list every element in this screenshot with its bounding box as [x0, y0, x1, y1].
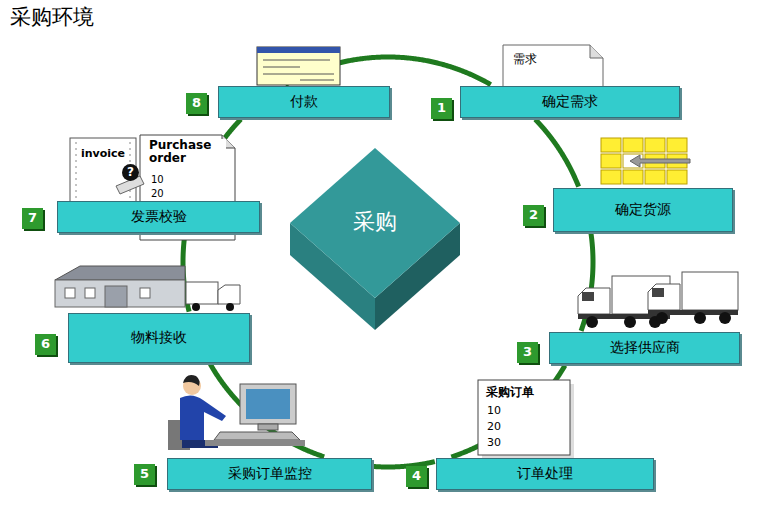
process-box: 付款: [218, 86, 390, 118]
clerk-at-computer: [168, 375, 305, 450]
requirement-document-part: [503, 45, 603, 92]
callout-number: 4: [406, 466, 427, 487]
source-grid-part: [623, 170, 643, 184]
supplier-trucks-part: [586, 316, 598, 328]
requirement-document: [503, 45, 603, 92]
source-grid-part: [645, 170, 665, 184]
payment-slip: [257, 47, 340, 85]
warehouse-part: [85, 288, 95, 298]
callout-number: 5: [134, 464, 155, 485]
query-icon: ?: [122, 164, 139, 181]
warehouse-part: [140, 288, 150, 298]
illustration-text: 采购订单: [485, 386, 535, 399]
warehouse-part: [186, 282, 218, 304]
process-box: 发票校验: [57, 201, 260, 233]
payment-slip-part: [257, 47, 340, 85]
clerk-at-computer-part: [240, 384, 296, 424]
node-text: 选择供应商: [610, 339, 680, 357]
node-text: 发票校验: [131, 208, 187, 226]
warehouse-part: [218, 285, 240, 304]
supplier-trucks-part: [656, 312, 668, 324]
callout-number: 7: [22, 208, 43, 229]
illustration-text: 10: [486, 405, 502, 417]
node-text: 付款: [290, 93, 318, 111]
purchase-order-document: [478, 380, 574, 458]
source-grid-part: [623, 138, 643, 152]
callout-number: 2: [523, 205, 544, 226]
payment-slip-part: [263, 60, 330, 61]
supplier-trucks-part: [578, 288, 610, 314]
warehouse-part: [226, 303, 234, 311]
callout-number: 3: [517, 342, 538, 363]
supplier-trucks-part: [694, 312, 706, 324]
warehouse-part: [55, 280, 185, 307]
source-grid-part: [601, 170, 621, 184]
payment-slip-part: [263, 74, 334, 75]
callout-number: 1: [431, 98, 452, 119]
illustration-text: Purchase order: [148, 139, 226, 165]
node-text: 物料接收: [131, 329, 187, 347]
payment-slip-part: [263, 67, 300, 68]
diagram-title: 采购环境: [10, 6, 94, 29]
cycle-connector: [535, 119, 578, 186]
process-box: 选择供应商: [549, 332, 740, 364]
process-box: 订单处理: [436, 458, 654, 490]
source-grid-part: [601, 138, 621, 152]
source-grid-part: [645, 138, 665, 152]
node-text: 采购: [353, 207, 397, 237]
node-text: 确定需求: [542, 93, 598, 111]
source-grid: [601, 138, 690, 184]
invoice-and-order-part: [76, 142, 77, 198]
node-text: 采购订单监控: [228, 465, 312, 483]
node-text: 确定货源: [615, 201, 671, 219]
process-box: 确定货源: [553, 188, 733, 232]
supplier-trucks-part: [652, 288, 664, 297]
supplier-trucks: [578, 272, 738, 328]
supplier-trucks-part: [682, 272, 738, 310]
cube-top: [290, 148, 460, 298]
source-grid-part: [667, 138, 687, 152]
illustration-text: 10: [150, 174, 165, 185]
illustration-text: 需求: [512, 53, 538, 66]
supplier-trucks-part: [624, 316, 636, 328]
clerk-at-computer-part: [205, 440, 305, 446]
illustration-text: 20: [486, 421, 502, 433]
callout-number: 8: [186, 93, 207, 114]
payment-slip-part: [257, 47, 340, 53]
warehouse-part: [55, 266, 185, 280]
payment-slip-part: [300, 80, 334, 81]
warehouse-part: [192, 303, 200, 311]
clerk-at-computer-part: [246, 389, 290, 419]
illustration-text: 30: [486, 437, 502, 449]
process-box: 确定需求: [460, 86, 680, 118]
purchase-order-document-part: [478, 380, 570, 455]
requirement-document-part: [590, 45, 603, 58]
clerk-at-computer-part: [258, 424, 278, 430]
source-grid-part: [667, 170, 687, 184]
source-grid-part: [630, 155, 690, 167]
cube-shape: [290, 148, 460, 330]
clerk-at-computer-part: [214, 432, 300, 440]
source-grid-part: [601, 154, 621, 168]
warehouse: [55, 266, 240, 311]
illustration-text: 20: [150, 188, 165, 199]
illustration-text: invoice: [80, 148, 126, 160]
supplier-trucks-part: [648, 284, 680, 310]
center-cube: 采购: [290, 148, 460, 330]
callout-number: 6: [35, 334, 56, 355]
process-box: 采购订单监控: [167, 458, 372, 490]
warehouse-part: [105, 286, 127, 307]
process-box: 物料接收: [68, 313, 250, 363]
supplier-trucks-part: [582, 292, 594, 301]
supplier-trucks-part: [719, 312, 731, 324]
node-text: 订单处理: [517, 465, 573, 483]
warehouse-part: [65, 288, 75, 298]
clerk-at-computer-part: [183, 375, 200, 386]
